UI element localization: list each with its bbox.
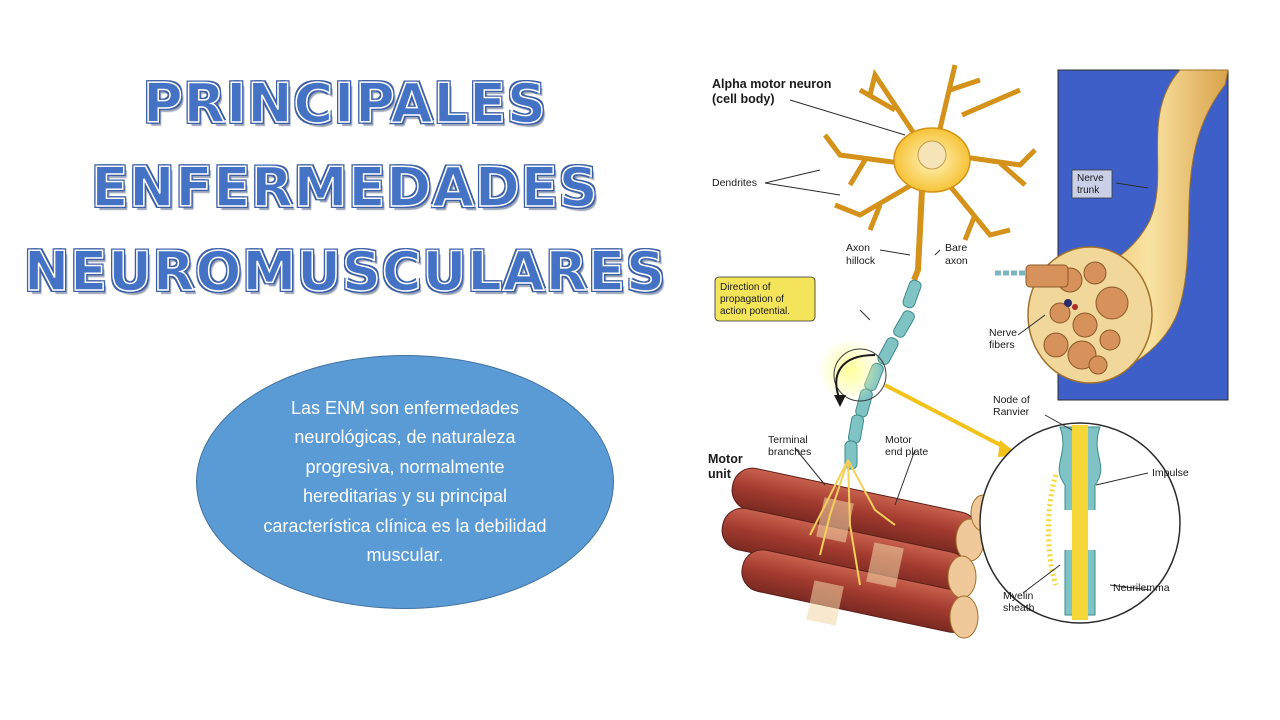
label-axon-hillock: Axon hillock bbox=[846, 242, 876, 267]
label-motor-end-plate: Motor end plate bbox=[885, 434, 928, 458]
title-line-3: NEUROMUSCULARES bbox=[23, 239, 666, 304]
label-node-of-ranvier: Node of Ranvier bbox=[993, 394, 1033, 418]
label-myelin-sheath: Myelin sheath bbox=[1003, 590, 1036, 614]
label-dendrites: Dendrites bbox=[712, 177, 757, 189]
slide-title: PRINCIPALES ENFERMEDADES NEUROMUSCULARES bbox=[20, 62, 670, 314]
muscle-fibers bbox=[721, 459, 996, 639]
title-line-1: PRINCIPALES bbox=[142, 71, 547, 136]
description-oval: Las ENM son enfermedades neurológicas, d… bbox=[196, 355, 614, 609]
label-alpha-motor-neuron: Alpha motor neuron (cell body) bbox=[712, 77, 835, 106]
label-impulse: Impulse bbox=[1152, 467, 1189, 479]
label-motor-unit: Motor unit bbox=[708, 452, 746, 481]
label-nerve-fibers: Nerve fibers bbox=[989, 327, 1020, 351]
node-of-ranvier-detail bbox=[979, 422, 1181, 624]
label-terminal-branches: Terminal branches bbox=[768, 434, 811, 458]
leader-lines bbox=[764, 99, 1151, 594]
motor-neuron-illustration: Alpha motor neuron (cell body) Dendrites… bbox=[708, 64, 1229, 639]
description-text: Las ENM son enfermedades neurológicas, d… bbox=[263, 397, 547, 566]
label-neurilemma: Neurilemma bbox=[1113, 582, 1170, 594]
label-bare-axon: Bare axon bbox=[945, 242, 970, 267]
label-direction-box: Direction of propagation of action poten… bbox=[720, 282, 790, 317]
nerve-trunk-panel bbox=[995, 69, 1229, 401]
title-line-2: ENFERMEDADES bbox=[91, 155, 599, 220]
direction-box bbox=[714, 276, 816, 322]
label-nerve-trunk: Nerve trunk bbox=[1077, 173, 1106, 196]
neuron bbox=[823, 64, 1037, 282]
